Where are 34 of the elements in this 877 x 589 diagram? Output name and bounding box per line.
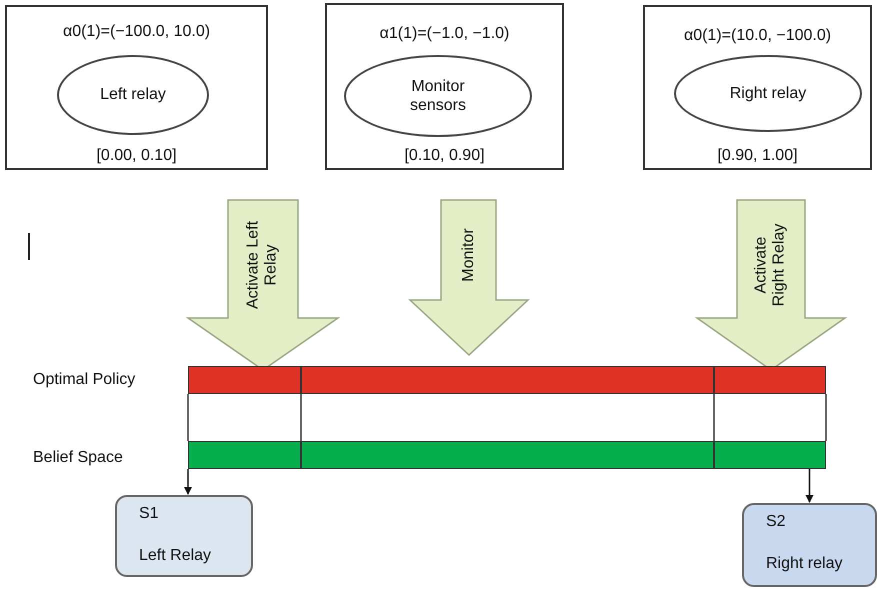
state-id: S2 [766,513,786,531]
policy-segment [188,366,301,394]
arrow [184,469,192,495]
state-id: S1 [139,505,159,523]
alpha-vector: α0(1)=(−100.0, 10.0) [62,23,212,41]
policy-segment [714,366,826,394]
state-label: Right relay [766,555,842,573]
state-box [325,3,564,170]
belief-segment [714,441,826,469]
action-ellipse [344,55,532,137]
belief-interval: [0.10, 0.90] [403,147,486,165]
belief-segment [301,441,714,469]
action-label: Monitor [460,227,478,284]
action-ellipse [674,55,862,132]
belief-segment [188,441,301,469]
row-label: Belief Space [33,449,123,467]
belief-interval: [0.90, 1.00] [716,147,799,165]
policy-segment [301,366,714,394]
action-ellipse [57,55,209,135]
action-label: Activate Left Relay [244,220,281,310]
row-label: Optimal Policy [33,371,136,389]
state-box [742,503,877,587]
action-label: Activate Right Relay [752,222,789,308]
alpha-vector: α0(1)=(10.0, −100.0) [682,27,832,45]
state-box [5,5,268,170]
belief-interval: [0.00, 0.10] [95,147,178,165]
state-box [115,495,253,577]
action-label: Right relay [730,84,806,104]
arrow [806,469,814,503]
action-label: Monitor sensors [408,76,468,116]
state-box [643,5,872,170]
alpha-vector: α1(1)=(−1.0, −1.0) [378,25,510,43]
state-label: Left Relay [139,547,212,565]
action-label: Left relay [100,85,166,105]
